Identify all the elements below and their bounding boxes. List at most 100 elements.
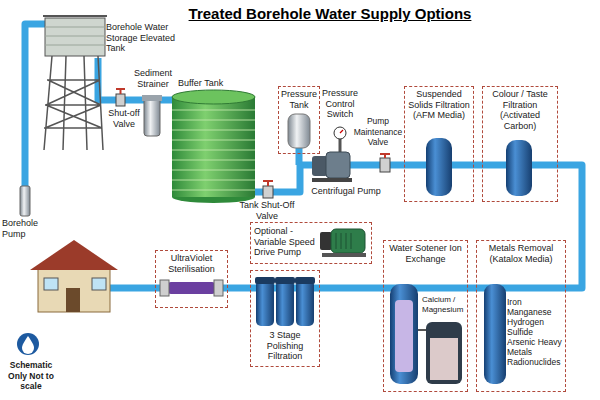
polishing-cartridges <box>296 280 314 326</box>
buffer-tank <box>172 97 255 197</box>
title-holder: Treated Borehole Water Supply Options <box>140 5 520 23</box>
tank-shut-off-valve <box>263 186 273 198</box>
elevated-tank-tower <box>44 56 103 150</box>
filter-vessel <box>484 284 506 384</box>
filter-vessel <box>506 140 532 196</box>
elevated-tank-tower <box>45 18 105 56</box>
treatment-stage-box: Water Sotener Ion ExchangeCalcium / Magn… <box>383 240 468 392</box>
stage-title: UltraViolet Sterilisation <box>158 253 225 274</box>
label-holder: Tank Shut-Off Valve <box>236 200 298 221</box>
vsd-pump <box>320 232 332 250</box>
stage-title: Suspended Solids Filtration (AFM Media) <box>407 89 471 121</box>
house <box>44 278 58 290</box>
polishing-cartridges <box>276 280 294 326</box>
buffer-tank <box>172 90 255 203</box>
company-logo <box>22 336 34 354</box>
house <box>92 278 106 290</box>
label-holder: Sediment Strainer <box>130 68 176 89</box>
vsd-pump <box>322 253 366 257</box>
treatment-stage-box: UltraViolet Sterilisation <box>155 250 228 308</box>
tank-shut-off-valve <box>263 181 273 186</box>
stage-title: 3 Stage Polishing Filtration <box>253 330 317 362</box>
treatment-stage-box: Suspended Solids Filtration (AFM Media) <box>404 86 474 202</box>
part-label: Buffer Tank <box>178 78 248 89</box>
stage-title: Optional - Variable Speed Drive Pump <box>254 226 318 258</box>
diagram-title: Treated Borehole Water Supply Options <box>140 5 520 23</box>
water-pipe <box>482 162 506 169</box>
label-holder: Schematic Only Not to scale <box>2 360 60 392</box>
polishing-cartridges <box>255 277 275 284</box>
elevated-tank-tower <box>43 16 107 150</box>
sediment-strainer <box>142 95 162 136</box>
borehole-pump <box>20 186 30 216</box>
house <box>30 240 118 312</box>
elevated-tank-tower <box>43 15 107 17</box>
shut-off-valve <box>116 89 125 94</box>
uv-lamp <box>160 280 223 296</box>
maintenance-valve <box>380 154 390 172</box>
water-pipe <box>296 148 303 165</box>
buffer-tank <box>172 110 255 190</box>
pipe-connector <box>558 165 582 288</box>
filter-vessel <box>426 138 452 196</box>
house <box>38 268 110 312</box>
part-label: Borehole Pump <box>2 218 52 239</box>
pressure-switch <box>334 127 346 139</box>
water-pipe <box>452 162 474 169</box>
water-pipe <box>25 24 566 330</box>
tank-shut-off-valve <box>263 181 273 198</box>
pipe-connector <box>228 285 250 292</box>
treatment-stage-box: Metals Removal (Katalox Media)Iron Manga… <box>476 240 566 392</box>
pipe-connector <box>474 162 482 169</box>
shut-off-valve <box>116 94 125 106</box>
label-holder: Centrifugal Pump <box>306 186 386 197</box>
vsd-pump <box>331 229 365 253</box>
maintenance-valve <box>380 154 390 158</box>
softener-vessel <box>395 300 413 372</box>
label-holder: Borehole Water Storage Elevated Tank <box>106 22 176 54</box>
part-label: Tank Shut-Off Valve <box>236 200 298 221</box>
label-holder: Buffer Tank <box>178 78 248 89</box>
part-label: Sediment Strainer <box>130 68 176 89</box>
treatment-stage-box: Colour / Taste Filtration (Activated Car… <box>482 86 558 202</box>
stage-title: Metals Removal (Katalox Media) <box>479 243 563 264</box>
label-holder: Pump Maintenance Valve <box>353 116 403 148</box>
softener-vessel <box>390 284 418 384</box>
label-holder: Borehole Pump <box>2 218 52 239</box>
treatment-stage-box: Pressure Tank <box>278 86 320 154</box>
maintenance-valve <box>380 158 390 172</box>
house <box>66 288 80 312</box>
borehole-pump <box>20 186 30 216</box>
sediment-strainer <box>144 96 160 136</box>
uv-lamp <box>168 282 215 294</box>
pressure-switch <box>334 127 346 139</box>
treatment-stage-box: 3 Stage Polishing Filtration <box>250 270 320 367</box>
stage-title: Water Sotener Ion Exchange <box>386 243 465 264</box>
vsd-pump <box>336 233 351 249</box>
part-label: Pump Maintenance Valve <box>353 116 403 148</box>
stage-title: Pressure Tank <box>281 89 317 110</box>
polishing-cartridges <box>275 277 295 284</box>
treatment-stage-box: Optional - Variable Speed Drive Pump <box>250 222 372 264</box>
pipe-connector <box>468 285 476 292</box>
pipe-connector <box>320 285 383 292</box>
label-holder: Shut-off Valve <box>106 108 142 129</box>
company-logo <box>17 333 39 355</box>
pressure-switch <box>340 130 343 133</box>
buffer-tank <box>172 90 255 104</box>
pressure-tank <box>288 114 310 148</box>
centrifugal-pump <box>312 152 352 182</box>
stage-title: Colour / Taste Filtration (Activated Car… <box>485 89 555 131</box>
polishing-cartridges <box>255 277 315 326</box>
uv-lamp <box>160 280 169 296</box>
centrifugal-pump <box>312 178 352 182</box>
sediment-strainer <box>142 95 162 101</box>
water-pipe <box>25 24 45 190</box>
uv-lamp <box>214 280 223 296</box>
centrifugal-pump <box>326 152 350 178</box>
shut-off-valve <box>116 89 125 106</box>
pressure-tank <box>288 114 310 148</box>
polishing-cartridges <box>295 277 315 284</box>
